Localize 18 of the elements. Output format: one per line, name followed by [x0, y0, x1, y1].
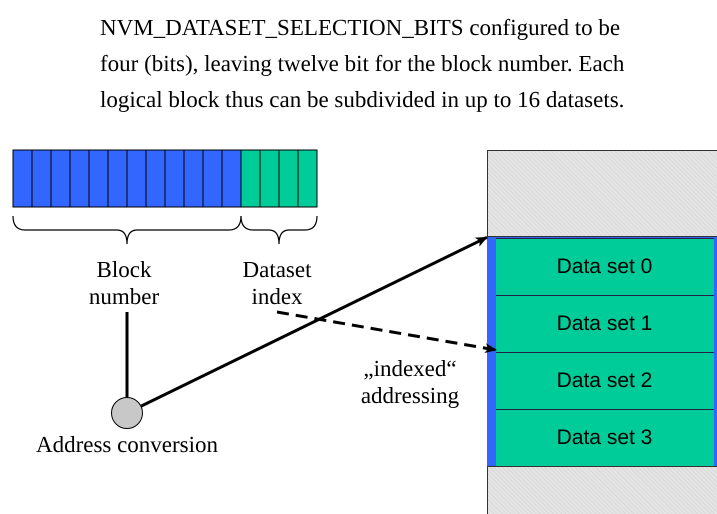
dataset-label: Data set 1: [556, 312, 652, 336]
dataset-label: Data set 0: [556, 255, 652, 279]
dataset-box: [496, 352, 714, 409]
dataset-label: Data set 3: [556, 426, 652, 450]
bit-field-label: Dataset index: [242, 256, 312, 310]
dataset-label: Data set 2: [556, 369, 652, 393]
dataset-box: [496, 238, 714, 295]
arrow: [140, 236, 488, 408]
description-text: NVM_DATASET_SELECTION_BITS configured to be four (bits), leaving twelve bit for the block number. Each logical block thus can be subdivided in up to 16 datasets.: [100, 14, 626, 114]
circle-caption: Address conversion: [34, 431, 220, 458]
connector-line: [126, 312, 128, 397]
arrow: [276, 310, 497, 354]
memory-area: [487, 150, 717, 514]
dataset-box: [496, 295, 714, 352]
bit-field-label: Block number: [88, 256, 160, 310]
dataset-box: [496, 409, 714, 466]
logical-block: [486, 236, 717, 467]
conversion-circle: [111, 397, 143, 429]
